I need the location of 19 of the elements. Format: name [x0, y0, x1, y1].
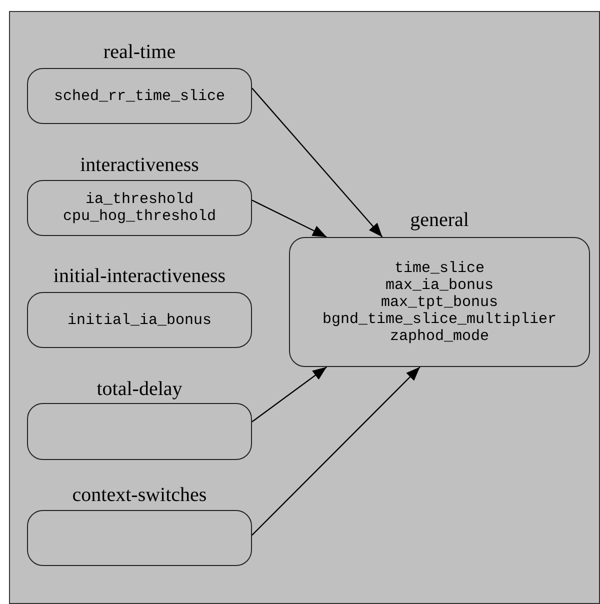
parameter-name: sched_rr_time_slice	[54, 88, 226, 104]
arrow	[252, 366, 327, 422]
parameter-name: ia_threshold	[85, 191, 194, 208]
parameter-name: time_slice	[394, 260, 484, 276]
parameter-name: zaphod_mode	[390, 328, 490, 344]
parameter-name: initial_ia_bonus	[67, 312, 212, 328]
arrow	[252, 88, 383, 238]
parameter-name: bgnd_time_slice_multiplier	[322, 310, 557, 328]
group-heading: total-delay	[96, 378, 182, 400]
group-heading: real-time	[103, 41, 176, 63]
parameter-name: max_ia_bonus	[385, 276, 494, 294]
group-heading: initial-interactiveness	[53, 265, 226, 287]
parameter-name: cpu_hog_threshold	[62, 208, 216, 225]
group-heading: context-switches	[72, 484, 207, 506]
group-heading: general	[410, 209, 469, 231]
arrow	[252, 200, 327, 238]
group-heading: interactiveness	[80, 154, 199, 176]
parameter-name: max_tpt_bonus	[380, 294, 498, 310]
arrow	[252, 366, 420, 536]
